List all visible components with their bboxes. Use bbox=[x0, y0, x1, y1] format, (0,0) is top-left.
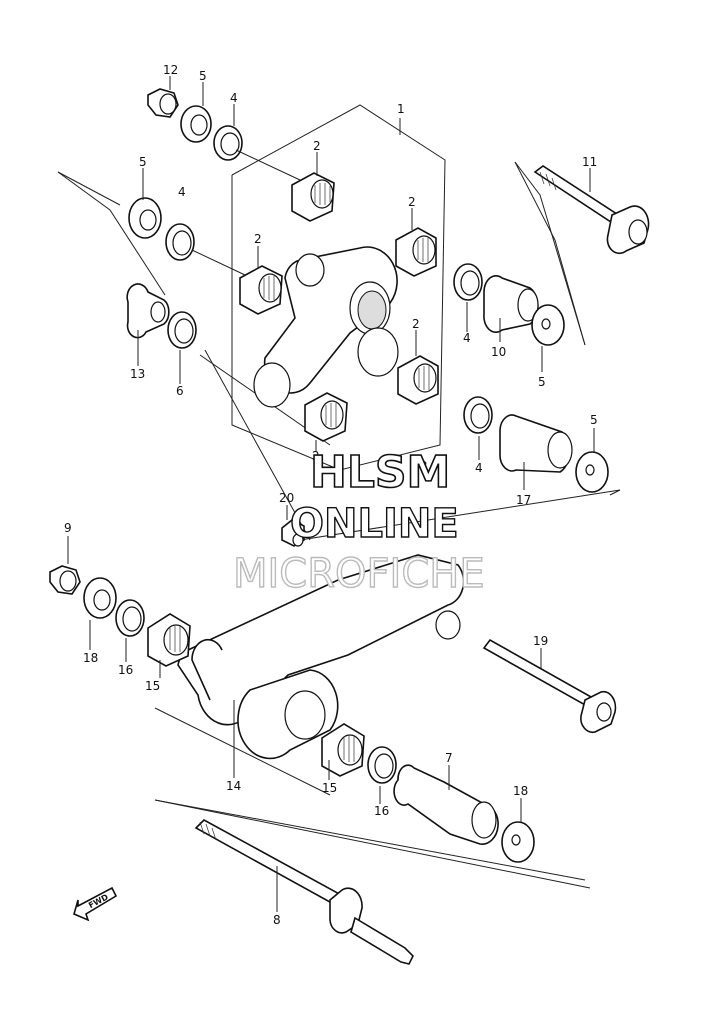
group-outline-bolt-11 bbox=[514, 161, 586, 346]
bearing-2-a[interactable] bbox=[291, 172, 335, 222]
watermark-line-2: ONLINE bbox=[290, 501, 459, 547]
watermark-line-1: HLSM bbox=[310, 447, 450, 498]
seal-4-right-lower[interactable] bbox=[463, 396, 493, 434]
washer-5-right-upper[interactable] bbox=[531, 304, 565, 346]
collar-10[interactable] bbox=[483, 275, 539, 333]
bearing-2-b[interactable] bbox=[395, 227, 437, 277]
callout-18-left: 18 bbox=[83, 651, 98, 665]
callout-9: 9 bbox=[64, 521, 72, 535]
callout-labels: 1 2 2 2 2 2 2 4 4 4 4 5 5 5 5 6 7 8 9 10… bbox=[64, 63, 598, 927]
nut-9[interactable] bbox=[49, 565, 81, 595]
callout-13: 13 bbox=[130, 367, 145, 381]
callout-4-top: 4 bbox=[230, 91, 238, 105]
seal-4-top[interactable] bbox=[213, 125, 243, 161]
seal-6[interactable] bbox=[167, 311, 197, 349]
callout-2-b: 2 bbox=[408, 195, 416, 209]
callout-16-left: 16 bbox=[118, 663, 133, 677]
callout-2-e: 2 bbox=[312, 449, 320, 463]
washer-18-right[interactable] bbox=[501, 821, 535, 863]
callout-2-c: 2 bbox=[254, 232, 262, 246]
callout-5-right-lower: 5 bbox=[590, 413, 598, 427]
collar-7[interactable] bbox=[393, 764, 499, 845]
seal-4-right-upper[interactable] bbox=[453, 263, 483, 301]
callout-2-d: 2 bbox=[412, 317, 420, 331]
callout-5-left: 5 bbox=[139, 155, 147, 169]
bearing-15-left[interactable] bbox=[147, 613, 191, 667]
bearing-2-c[interactable] bbox=[239, 265, 283, 315]
washer-5-left[interactable] bbox=[128, 197, 162, 239]
seal-16-right[interactable] bbox=[367, 746, 397, 784]
bolt-8[interactable] bbox=[194, 819, 414, 965]
callout-20: 20 bbox=[279, 491, 294, 505]
callout-5-right-upper: 5 bbox=[538, 375, 546, 389]
callout-18-right: 18 bbox=[513, 784, 528, 798]
callout-11: 11 bbox=[582, 155, 597, 169]
grease-nipple-20[interactable] bbox=[281, 519, 305, 547]
callout-17: 17 bbox=[516, 493, 531, 507]
group-outline-cushion-lever bbox=[231, 104, 446, 471]
collar-13[interactable] bbox=[126, 283, 170, 339]
cushion-rod-14[interactable] bbox=[177, 554, 465, 760]
washer-5-right-lower[interactable] bbox=[575, 451, 609, 493]
bearing-2-e[interactable] bbox=[304, 392, 348, 442]
leader-lines bbox=[67, 76, 595, 912]
group-outline-rod bbox=[154, 349, 621, 889]
washer-5-top[interactable] bbox=[180, 105, 212, 143]
callout-4-left: 4 bbox=[178, 185, 186, 199]
callout-4-right-lower: 4 bbox=[475, 461, 483, 475]
callout-19: 19 bbox=[533, 634, 548, 648]
callout-8: 8 bbox=[273, 913, 281, 927]
callout-2-a: 2 bbox=[313, 139, 321, 153]
callout-6: 6 bbox=[176, 384, 184, 398]
callout-2-f: 2 bbox=[420, 459, 428, 473]
callout-5-top: 5 bbox=[199, 69, 207, 83]
callout-4-right-upper: 4 bbox=[463, 331, 471, 345]
watermark-line-3: MICROFICHE bbox=[233, 551, 485, 597]
seal-4-left[interactable] bbox=[165, 223, 195, 261]
callout-16-right: 16 bbox=[374, 804, 389, 818]
callout-12: 12 bbox=[163, 63, 178, 77]
nut-12[interactable] bbox=[147, 88, 179, 118]
washer-18-left[interactable] bbox=[83, 577, 117, 619]
callout-15-left: 15 bbox=[145, 679, 160, 693]
watermark: HLSM ONLINE MICROFICHE bbox=[232, 446, 485, 598]
bearing-15-right[interactable] bbox=[321, 723, 365, 777]
callout-10: 10 bbox=[491, 345, 506, 359]
bearing-2-d[interactable] bbox=[397, 355, 439, 405]
group-outline-left-washers bbox=[57, 171, 331, 446]
callout-1: 1 bbox=[397, 102, 405, 116]
collar-17[interactable] bbox=[499, 414, 573, 473]
callout-14: 14 bbox=[226, 779, 241, 793]
bolt-11[interactable] bbox=[533, 165, 650, 255]
seal-16-left[interactable] bbox=[115, 599, 145, 637]
cushion-lever-1[interactable] bbox=[253, 246, 399, 408]
callout-7: 7 bbox=[445, 751, 453, 765]
callout-15-right: 15 bbox=[322, 781, 337, 795]
bolt-19[interactable] bbox=[482, 638, 617, 734]
fwd-arrow-icon: FWD bbox=[73, 886, 118, 922]
